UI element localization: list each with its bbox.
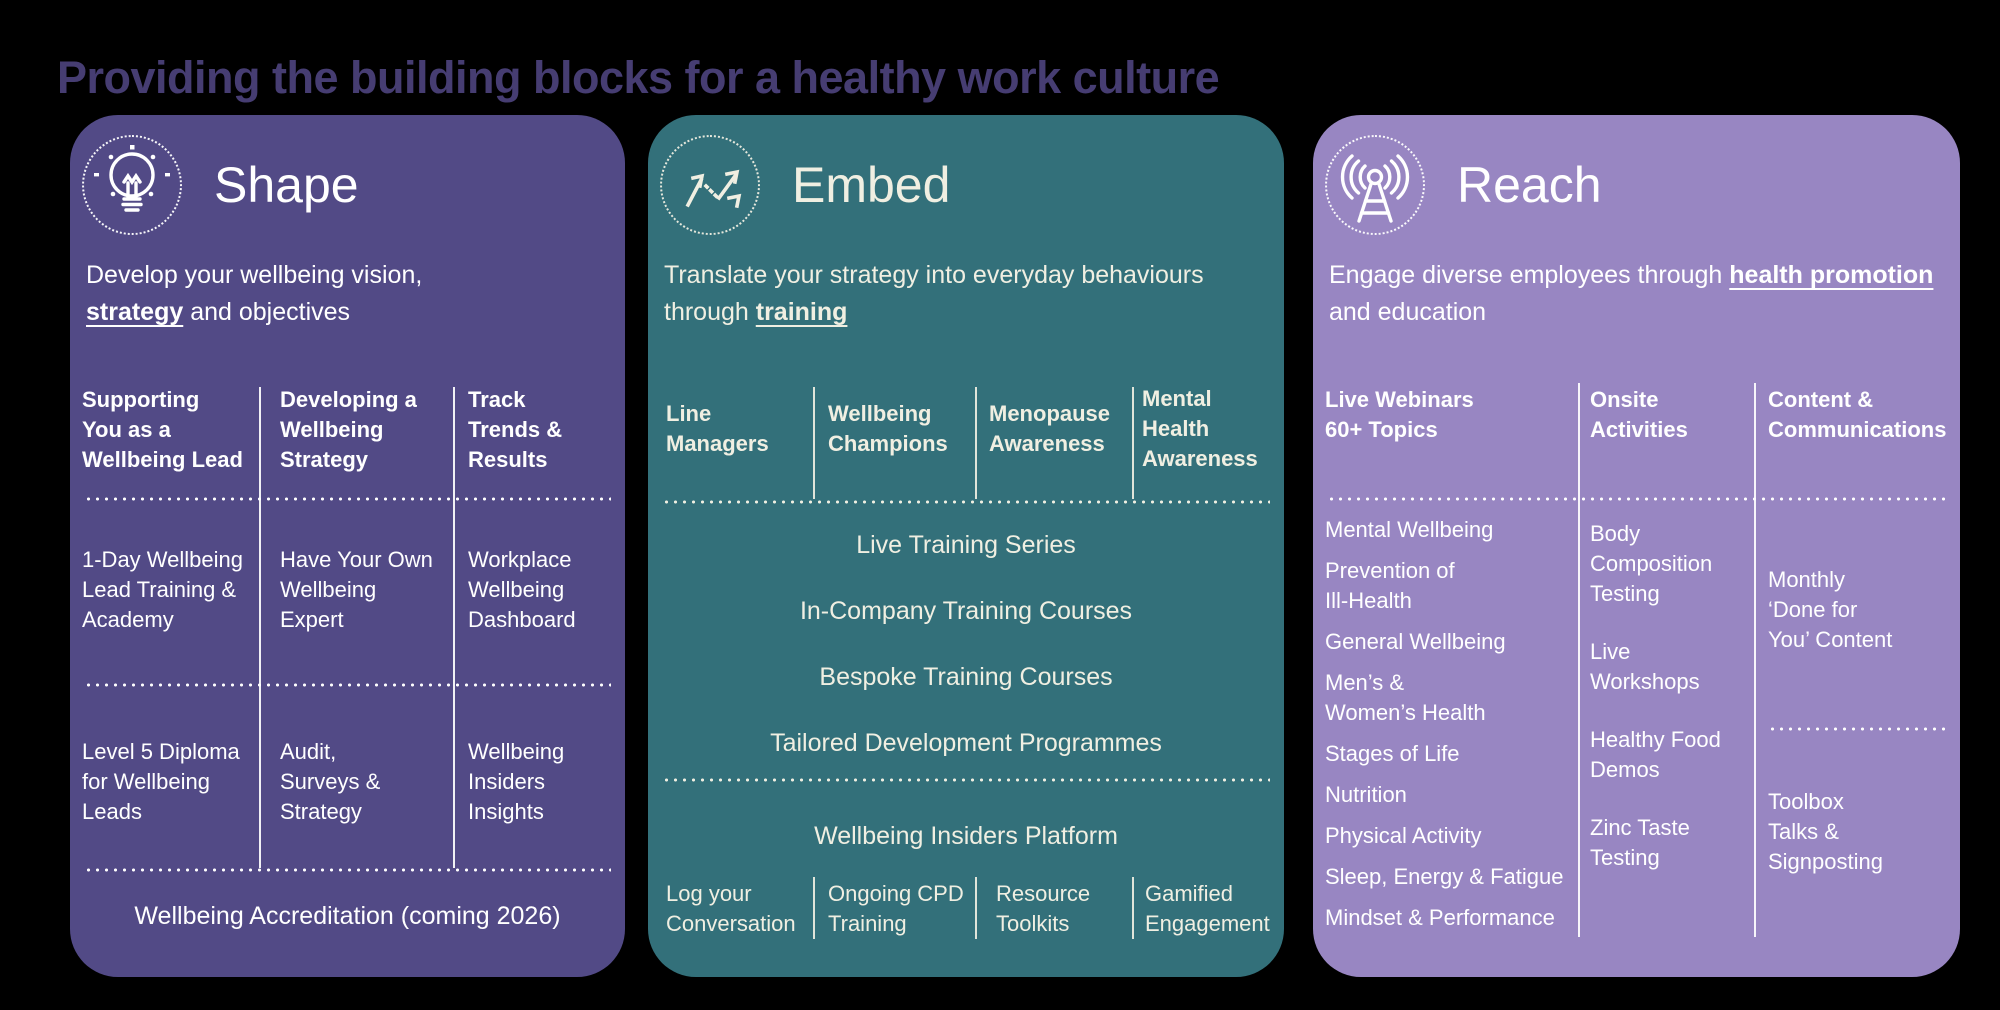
shape-table-cell: Workplace Wellbeing Dashboard: [468, 547, 576, 632]
row-divider: [1327, 497, 1946, 501]
embed-column-header: Wellbeing Champions: [828, 401, 948, 456]
row-divider: [662, 778, 1270, 782]
webinar-topic: Sleep, Energy & Fatigue: [1325, 864, 1564, 889]
embed-description: Translate your strategy into everyday be…: [664, 257, 1270, 331]
row-divider: [84, 683, 611, 687]
reach-content-item: Monthly ‘Done for You’ Content: [1768, 567, 1893, 652]
reach-onsite-activities-list: Body Composition Testing Live Workshops …: [1590, 519, 1740, 873]
onsite-activity: Zinc Taste Testing: [1590, 815, 1690, 870]
shape-table-cell: 1-Day Wellbeing Lead Training & Academy: [82, 547, 244, 632]
embed-program-item: Bespoke Training Courses: [819, 663, 1113, 691]
embed-card: Embed Translate your strategy into every…: [648, 115, 1284, 977]
webinar-topic: Prevention of Ill-Health: [1325, 558, 1455, 613]
webinar-topic: Mental Wellbeing: [1325, 517, 1494, 542]
reach-card: Reach Engage diverse employees through h…: [1313, 115, 1960, 977]
shape-table-cell: Have Your Own Wellbeing Expert: [280, 547, 433, 632]
column-divider: [1578, 383, 1580, 937]
webinar-topic: Men’s & Women’s Health: [1325, 670, 1486, 725]
webinar-topic: General Wellbeing: [1325, 629, 1506, 654]
reach-desc-text-2: and education: [1329, 298, 1487, 326]
reach-column-header: Live Webinars 60+ Topics: [1325, 387, 1474, 442]
embed-column-header: Mental Health Awareness: [1142, 386, 1258, 471]
column-divider: [1132, 877, 1134, 939]
row-divider: [84, 868, 611, 872]
shape-desc-text-2: and objectives: [183, 298, 351, 326]
webinar-topic: Mindset & Performance: [1325, 905, 1555, 930]
reach-description: Engage diverse employees through health …: [1329, 257, 1946, 331]
embed-column-header: Menopause Awareness: [989, 401, 1111, 456]
broadcast-tower-icon: [1325, 135, 1425, 235]
row-divider: [662, 500, 1270, 504]
webinar-topic: Stages of Life: [1325, 741, 1460, 766]
onsite-activity: Healthy Food Demos: [1590, 727, 1721, 782]
column-divider: [813, 387, 815, 499]
shape-card: Shape Develop your wellbeing vision, str…: [70, 115, 625, 977]
embed-desc-emphasis: training: [755, 298, 848, 326]
column-divider: [975, 877, 977, 939]
reach-column-header: Content & Communications: [1768, 387, 1947, 442]
embed-program-item: In-Company Training Courses: [799, 597, 1133, 625]
onsite-activity: Live Workshops: [1590, 639, 1700, 694]
column-divider: [259, 387, 261, 868]
shape-description: Develop your wellbeing vision, strategy …: [86, 257, 611, 331]
reach-card-title: Reach: [1457, 157, 1602, 213]
shape-footer-note: Wellbeing Accreditation (coming 2026): [134, 902, 561, 930]
embed-column-header: Line Managers: [666, 401, 769, 456]
row-divider: [1768, 727, 1946, 731]
embed-card-title: Embed: [792, 157, 951, 213]
embed-desc-text: Translate your strategy into everyday be…: [664, 261, 1204, 326]
embed-platform-feature: Gamified Engagement: [1145, 881, 1270, 936]
column-divider: [453, 387, 455, 868]
webinar-topic: Physical Activity: [1325, 823, 1482, 848]
shape-desc-text: Develop your wellbeing vision,: [86, 261, 423, 289]
reach-webinar-topics-list: Mental Wellbeing Prevention of Ill-Healt…: [1325, 515, 1570, 933]
page-title: Providing the building blocks for a heal…: [57, 52, 1220, 104]
embed-card-header: Embed: [660, 135, 950, 235]
row-divider: [84, 497, 611, 501]
reach-content-item: Toolbox Talks & Signposting: [1768, 789, 1883, 874]
reach-card-header: Reach: [1325, 135, 1602, 235]
column-divider: [1754, 383, 1756, 937]
onsite-activity: Body Composition Testing: [1590, 521, 1713, 606]
reach-desc-emphasis: health promotion: [1729, 261, 1934, 289]
shape-column-header: Supporting You as a Wellbeing Lead: [82, 387, 243, 472]
shape-table-cell: Level 5 Diploma for Wellbeing Leads: [82, 739, 240, 824]
shape-column-header: Track Trends & Results: [468, 387, 563, 472]
column-divider: [813, 877, 815, 939]
embed-platform-title: Wellbeing Insiders Platform: [814, 822, 1118, 850]
embed-program-item: Tailored Development Programmes: [770, 729, 1162, 757]
webinar-topic: Nutrition: [1325, 782, 1407, 807]
trend-arrows-icon: [660, 135, 760, 235]
column-divider: [1132, 387, 1134, 499]
embed-platform-feature: Ongoing CPD Training: [828, 881, 964, 936]
embed-platform-feature: Log your Conversation: [666, 881, 796, 936]
reach-column-header: Onsite Activities: [1590, 387, 1688, 442]
column-divider: [975, 387, 977, 499]
shape-table-cell: Audit, Surveys & Strategy: [280, 739, 381, 824]
shape-desc-emphasis: strategy: [86, 298, 184, 326]
shape-table-cell: Wellbeing Insiders Insights: [468, 739, 565, 824]
reach-desc-text: Engage diverse employees through: [1329, 261, 1730, 289]
shape-card-header: Shape: [82, 135, 359, 235]
shape-card-title: Shape: [214, 157, 359, 213]
shape-column-header: Developing a Wellbeing Strategy: [280, 387, 417, 472]
embed-platform-feature: Resource Toolkits: [996, 881, 1091, 936]
lightbulb-icon: [82, 135, 182, 235]
embed-program-item: Live Training Series: [856, 531, 1076, 559]
